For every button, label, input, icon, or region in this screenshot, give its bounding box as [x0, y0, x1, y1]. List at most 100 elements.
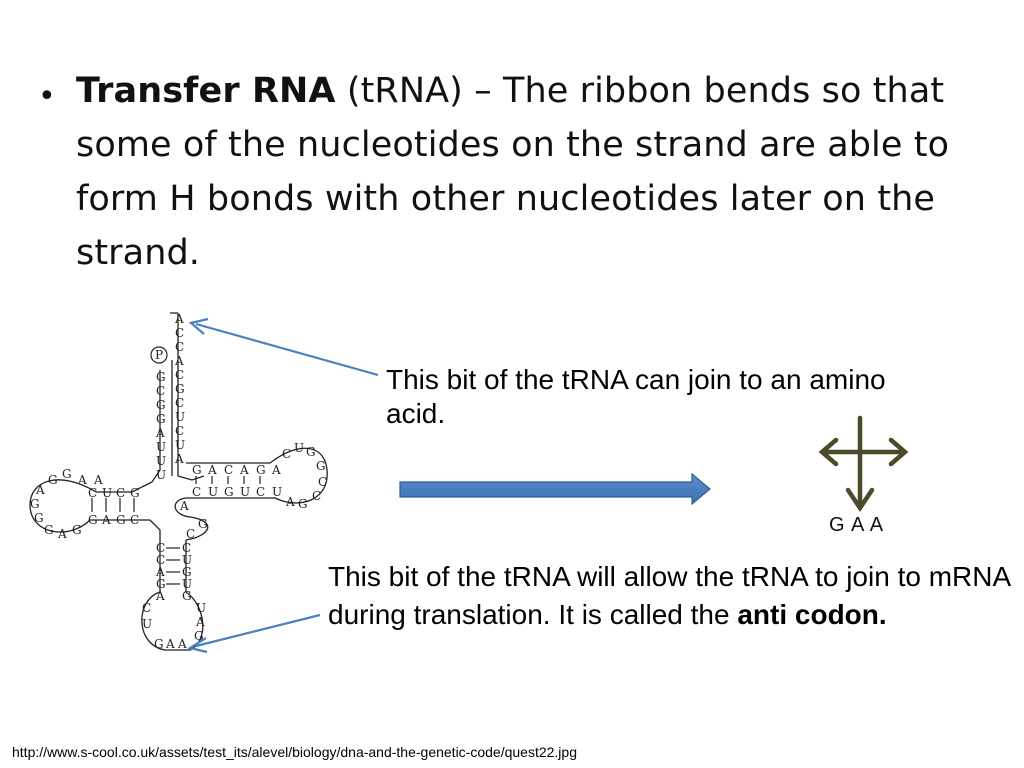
nucleotide: U [156, 440, 166, 454]
nucleotide: C [282, 447, 291, 461]
nucleotide: G [175, 382, 185, 396]
phosphate-group: P [150, 346, 168, 364]
nucleotide: G [316, 459, 326, 473]
nucleotide: G [256, 463, 266, 477]
nucleotide: G [44, 523, 54, 537]
amino-acid-callout: This bit of the tRNA can join to an amin… [386, 364, 886, 429]
nucleotide: G [72, 523, 82, 537]
nucleotide: A [35, 483, 45, 497]
nucleotide: U [272, 485, 282, 499]
nucleotide: G [88, 513, 98, 527]
nucleotide: C [224, 463, 233, 477]
acceptor-3prime-strand: A C C A C G C U C U A [174, 312, 185, 466]
bullet-dot-icon: • [38, 79, 56, 114]
nucleotide: U [208, 485, 218, 499]
d-loop: A G G A G G G A G A [30, 467, 103, 541]
anticodon-pointer-arrowhead [187, 637, 208, 654]
bullet-body: (tRNA) – The ribbon bends so that some o… [76, 71, 950, 273]
nucleotide: A [57, 527, 67, 541]
nucleotide: C [142, 601, 151, 615]
nucleotide: G [182, 565, 192, 579]
nucleotide: G [224, 485, 234, 499]
nucleotide: G [62, 467, 72, 481]
nucleotide: A [93, 473, 103, 487]
pointer-lines [187, 317, 379, 654]
nucleotide: U [175, 438, 185, 452]
nucleotide: A [155, 426, 165, 440]
nucleotide: C [116, 486, 125, 500]
nucleotide: G [156, 577, 166, 591]
t-loop: C U G G C C G A [282, 441, 327, 511]
nucleotide: G [306, 445, 316, 459]
anticodon-sequence-label: G A A [829, 514, 885, 536]
amino-acid-pointer-line [195, 322, 379, 377]
anticodon-nucleotide: A [165, 637, 175, 651]
nucleotide: C [186, 527, 195, 541]
cross-arrows-icon [818, 415, 909, 513]
nucleotide: A [101, 513, 111, 527]
phosphate-label: P [155, 348, 163, 362]
trna-cloverleaf-diagram [29, 312, 328, 651]
nucleotide: C [156, 541, 165, 555]
bullet-point: • Transfer RNA (tRNA) – The ribbon bends… [38, 64, 998, 280]
nucleotide: C [175, 326, 184, 340]
nucleotide: A [155, 565, 165, 579]
nucleotide-letters: A C C A C G C U C U A P G C G G A [30, 312, 327, 651]
nucleotide: U [294, 441, 304, 455]
anticodon-loop: C U U A G G A A [142, 601, 206, 651]
acceptor-5prime-strand: G C G G A U U U [155, 370, 166, 482]
anticodon-pointer-line [195, 613, 321, 648]
nucleotide: A [195, 615, 205, 629]
nucleotide: G [182, 589, 192, 603]
nucleotide: C [175, 368, 184, 382]
nucleotide: G [30, 497, 40, 511]
nucleotide: G [194, 629, 204, 643]
nucleotide: C [175, 424, 184, 438]
nucleotide: A [179, 499, 189, 513]
nucleotide: G [298, 497, 308, 511]
bullet-text: Transfer RNA (tRNA) – The ribbon bends s… [76, 64, 998, 280]
nucleotide: U [142, 617, 152, 631]
nucleotide: A [174, 452, 184, 466]
nucleotide: A [174, 354, 184, 368]
bullet-bold-term: Transfer RNA [76, 71, 336, 111]
anticodon-callout-text: This bit of the tRNA will allow the tRNA… [328, 561, 1010, 630]
nucleotide: G [156, 412, 166, 426]
nucleotide: G [156, 370, 166, 384]
nucleotide: G [192, 463, 202, 477]
source-url: http://www.s-cool.co.uk/assets/test_its/… [12, 744, 577, 760]
nucleotide: U [156, 454, 166, 468]
base-pair-bonds [91, 476, 261, 585]
nucleotide: A [174, 312, 184, 326]
t-arm: G A C A G A C U G U C U [192, 463, 282, 499]
nucleotide: A [285, 495, 295, 509]
nucleotide: U [182, 553, 192, 567]
nucleotide: C [156, 553, 165, 567]
nucleotide: G [34, 511, 44, 525]
nucleotide: U [102, 486, 112, 500]
variable-loop: A G C [179, 499, 208, 541]
nucleotide: C [88, 486, 97, 500]
nucleotide: C [156, 384, 165, 398]
nucleotide: U [196, 601, 206, 615]
anticodon-stem: C C A G A C U G U G [155, 541, 192, 603]
anticodon-nucleotide: A [177, 637, 187, 651]
nucleotide: G [198, 517, 208, 531]
nucleotide: A [77, 473, 87, 487]
nucleotide: G [48, 473, 58, 487]
nucleotide: C [130, 513, 139, 527]
nucleotide: A [207, 463, 217, 477]
nucleotide: C [182, 541, 191, 555]
nucleotide: A [155, 589, 165, 603]
nucleotide: C [312, 489, 321, 503]
nucleotide: C [256, 485, 265, 499]
nucleotide: C [192, 485, 201, 499]
nucleotide: U [156, 468, 166, 482]
amino-acid-pointer-arrowhead [188, 317, 209, 335]
nucleotide: U [240, 485, 250, 499]
nucleotide: A [239, 463, 249, 477]
anticodon-callout-term: anti codon. [737, 599, 887, 630]
nucleotide: G [130, 486, 140, 500]
